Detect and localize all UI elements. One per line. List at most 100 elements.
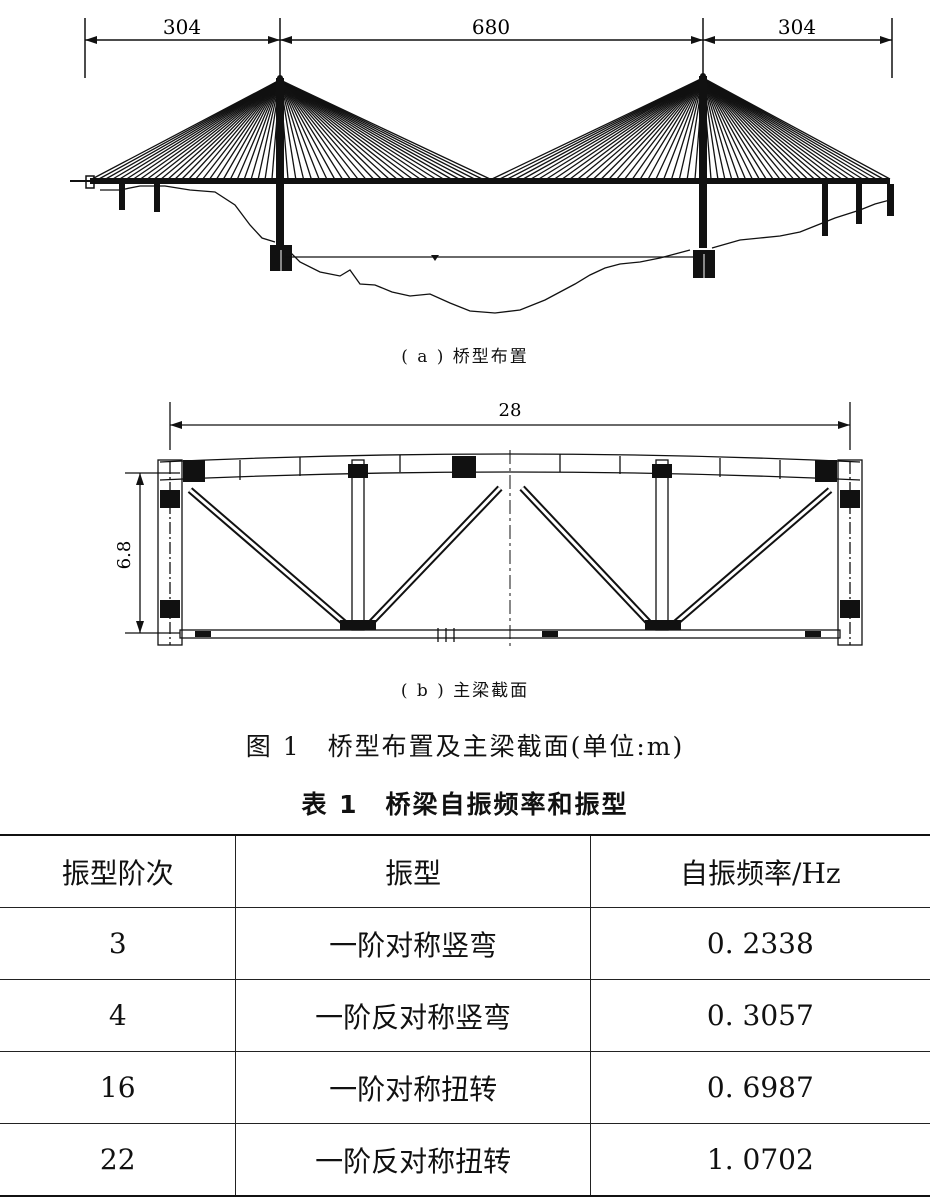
stay-cable xyxy=(160,79,281,180)
stay-cable xyxy=(279,79,328,180)
stay-cable xyxy=(577,77,704,180)
header-frequency: 自振频率/Hz xyxy=(590,834,930,908)
subcaption-b: ( b ) 主梁截面 xyxy=(400,681,530,701)
stay-cable xyxy=(279,79,374,180)
bottom-chord xyxy=(179,628,841,642)
stay-cable xyxy=(663,77,704,180)
stay-cable xyxy=(702,77,808,180)
top-deck xyxy=(159,453,861,481)
stay-cable xyxy=(279,79,312,180)
stay-cable xyxy=(279,79,398,180)
table-header-row: 振型阶次 振型 自振频率/Hz xyxy=(0,834,930,908)
stay-cable xyxy=(279,79,351,180)
stay-cable xyxy=(202,79,281,180)
stay-cable xyxy=(133,79,281,180)
stay-cable xyxy=(174,79,281,180)
dim-side-span-left: 304 xyxy=(163,15,201,39)
frequency-table: 振型阶次 振型 自振频率/Hz 3 一阶对称竖弯 0. 2338 4 一阶反对称… xyxy=(0,834,930,1197)
girder-section-drawing: 28 6.8 xyxy=(114,400,863,650)
header-mode-shape: 振型 xyxy=(235,834,591,908)
table-row: 3 一阶对称竖弯 0. 2338 xyxy=(0,907,930,980)
stay-cable xyxy=(279,79,343,180)
stay-cable xyxy=(702,77,795,180)
stay-cable xyxy=(279,79,390,180)
stay-cable xyxy=(702,77,829,180)
stay-cable xyxy=(222,79,281,180)
stay-cable xyxy=(593,77,704,180)
stay-cable xyxy=(279,79,444,180)
cell-mode-order: 16 xyxy=(0,1051,237,1124)
stay-cable xyxy=(279,79,336,180)
dim-side-span-right: 304 xyxy=(778,15,816,39)
stay-cable xyxy=(702,77,740,180)
stay-cable xyxy=(702,77,774,180)
stay-cable xyxy=(639,77,704,180)
stay-cable xyxy=(279,79,359,180)
cell-mode-order: 4 xyxy=(0,979,237,1052)
bridge-elevation-drawing: 304 680 304 xyxy=(70,15,894,314)
terrain-profile xyxy=(100,185,891,314)
stay-cable xyxy=(279,79,491,180)
auxiliary-piers xyxy=(119,184,894,236)
stay-cable xyxy=(236,79,281,180)
stay-cable xyxy=(702,77,753,180)
pylon-right xyxy=(693,73,715,278)
stay-cable xyxy=(209,79,281,180)
pylon-left xyxy=(270,75,292,271)
stay-cable xyxy=(569,77,704,180)
stay-cable xyxy=(229,79,281,180)
stay-cable xyxy=(702,77,788,180)
cell-frequency: 1. 0702 xyxy=(590,1123,930,1197)
stay-cable xyxy=(702,77,746,180)
cell-mode-order: 3 xyxy=(0,907,237,980)
stay-cable xyxy=(279,79,421,180)
stay-cable xyxy=(655,77,704,180)
cell-mode-shape: 一阶对称竖弯 xyxy=(235,907,591,980)
stay-cable xyxy=(279,79,413,180)
stay-cable xyxy=(279,79,382,180)
dim-girder-height: 6.8 xyxy=(114,541,135,570)
stay-cable xyxy=(624,77,704,180)
stay-cable xyxy=(702,77,801,180)
subcaption-a: ( a ) 桥型布置 xyxy=(401,347,529,367)
stay-cable xyxy=(538,77,704,180)
stay-cable xyxy=(600,77,704,180)
stay-cable xyxy=(279,79,429,180)
stay-cable xyxy=(631,77,704,180)
stay-cable xyxy=(702,77,822,180)
gusset-nodes xyxy=(160,456,860,637)
stay-cable xyxy=(140,79,281,180)
width-dimension xyxy=(169,402,851,450)
stay-cable xyxy=(670,77,704,180)
table-row: 4 一阶反对称竖弯 0. 3057 xyxy=(0,979,930,1052)
stay-cable xyxy=(561,77,704,180)
stay-cable xyxy=(702,77,733,180)
stay-cable xyxy=(585,77,704,180)
table-caption: 表 1 桥梁自振频率和振型 xyxy=(301,790,629,819)
stay-cable xyxy=(702,77,781,180)
bridge-deck xyxy=(70,175,890,189)
dim-main-span: 680 xyxy=(472,15,510,39)
height-dimension xyxy=(125,472,180,634)
stay-cable xyxy=(522,77,704,180)
cell-mode-shape: 一阶对称扭转 xyxy=(235,1051,591,1124)
cell-mode-shape: 一阶反对称扭转 xyxy=(235,1123,591,1197)
cell-frequency: 0. 3057 xyxy=(590,979,930,1052)
stay-cable xyxy=(647,77,704,180)
table-row: 22 一阶反对称扭转 1. 0702 xyxy=(0,1123,930,1197)
header-mode-order: 振型阶次 xyxy=(0,834,237,908)
stay-cable xyxy=(616,77,704,180)
stay-cable xyxy=(554,77,704,180)
stay-cable xyxy=(188,79,281,180)
stay-cable xyxy=(530,77,704,180)
cell-frequency: 0. 6987 xyxy=(590,1051,930,1124)
stay-cables xyxy=(91,77,891,180)
cell-frequency: 0. 2338 xyxy=(590,907,930,980)
stay-cable xyxy=(279,79,320,180)
figure-caption: 图 1 桥型布置及主梁截面(单位:m) xyxy=(245,732,685,761)
dim-girder-width: 28 xyxy=(499,400,522,421)
stay-cable xyxy=(216,79,281,180)
water-level-line xyxy=(285,255,695,261)
stay-cable xyxy=(702,77,836,180)
stay-cable xyxy=(243,79,281,180)
